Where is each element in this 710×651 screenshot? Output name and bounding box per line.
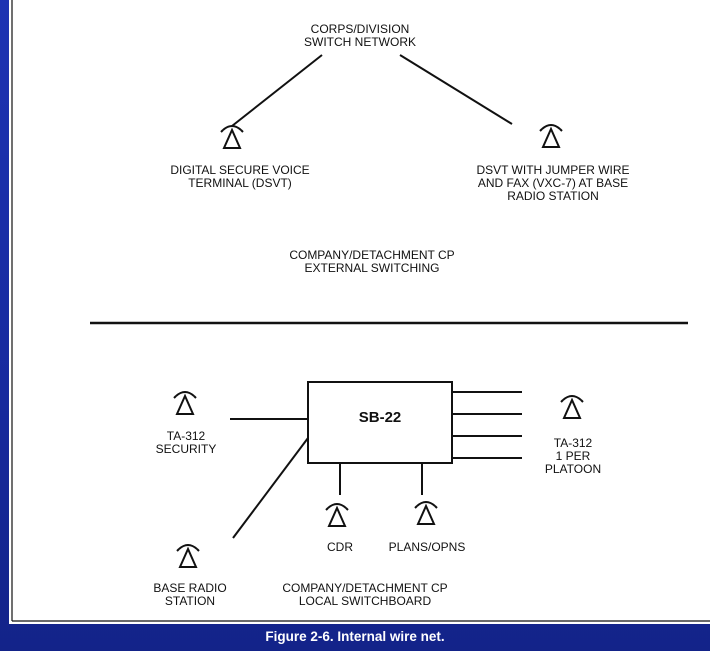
- sb-22-switchboard: [307, 381, 453, 464]
- base-radio-label: BASE RADIO STATION: [153, 581, 227, 608]
- ta312-platoon-label: TA-312 1 PER PLATOON: [544, 436, 602, 476]
- external-switching-label: COMPANY/DETACHMENT CP EXTERNAL SWITCHING: [289, 248, 455, 275]
- ta312-security-label: TA-312 SECURITY: [155, 429, 217, 456]
- dsvt-fax-label: DSVT WITH JUMPER WIRE AND FAX (VXC-7) AT…: [476, 163, 630, 203]
- network-label: CORPS/DIVISION SWITCH NETWORK: [304, 22, 416, 49]
- telephone-icon: [325, 503, 349, 527]
- telephone-icon: [173, 391, 197, 415]
- network-to-dsvt-wire: [231, 54, 323, 127]
- figure-caption: Figure 2-6. Internal wire net.: [265, 629, 445, 644]
- cdr-label: CDR: [327, 540, 353, 554]
- figure-page: [9, 0, 710, 624]
- telephone-icon: [539, 124, 563, 148]
- telephone-icon: [560, 395, 584, 419]
- base-radio-wire: [232, 437, 309, 539]
- plans-opns-label: PLANS/OPNS: [388, 540, 466, 554]
- telephone-icon: [176, 544, 200, 568]
- local-switchboard-label: COMPANY/DETACHMENT CP LOCAL SWITCHBOARD: [282, 581, 448, 608]
- switchboard-label: SB-22: [358, 409, 402, 426]
- network-to-dsvt-fax-wire: [399, 54, 513, 125]
- telephone-icon: [414, 501, 438, 525]
- dsvt-label: DIGITAL SECURE VOICE TERMINAL (DSVT): [170, 163, 310, 190]
- telephone-icon: [220, 125, 244, 149]
